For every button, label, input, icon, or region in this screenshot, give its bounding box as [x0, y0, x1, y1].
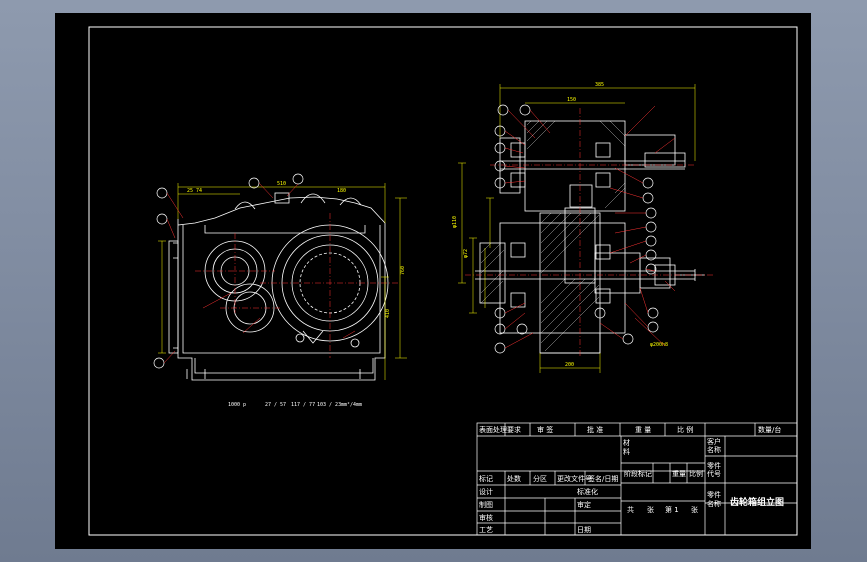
tb-stage-weight: 重量 [672, 470, 686, 478]
tb-stage-scale: 比例 [689, 469, 703, 478]
side-dimensions [458, 84, 696, 373]
side-leaders [504, 105, 676, 349]
front-centerlines [195, 213, 400, 358]
tb-surface: 表面处理要求 [479, 425, 521, 434]
tb-partname-2: 名称 [707, 499, 721, 508]
tb-review: 审 签 [537, 425, 553, 434]
tb-mark: 标记 [479, 474, 493, 483]
tb-scale: 比 例 [677, 425, 693, 434]
tb-process: 审核 [479, 513, 493, 522]
tb-sheet-unit-2: 张 [691, 505, 698, 514]
tb-drawing-title: 齿轮箱组立图 [730, 496, 784, 508]
dim-front-top: 180 [337, 188, 346, 194]
tb-standard: 标准化 [577, 487, 598, 496]
tb-craft: 工艺 [479, 526, 493, 534]
side-hatching [480, 120, 626, 352]
tb-change-doc: 更改文件号 [557, 474, 592, 483]
gear-ratio-formula: 1000 p 27 / 57 117 / 77 103 / 23 mm²/4mm [228, 402, 362, 408]
dim-side-top-width: 385 [595, 82, 604, 88]
drawing-canvas: 510 180 25 74 760 410 1000 p 27 / 57 1 [88, 26, 798, 536]
drawing-frame [88, 26, 798, 536]
front-leaders [163, 182, 356, 364]
formula-f3: 103 / 23 [317, 402, 341, 408]
tb-stage: 阶段标记 [624, 469, 652, 478]
dim-side-bolt: φ200h8 [650, 342, 668, 348]
dim-side-mid: 150 [567, 97, 576, 103]
drawing-sheet: 510 180 25 74 760 410 1000 p 27 / 57 1 [55, 13, 811, 549]
dim-side-left-b: φ110 [452, 216, 458, 228]
tb-weight: 重 量 [635, 426, 651, 434]
dim-front-width: 510 [277, 181, 286, 187]
tb-partcode-1: 零件 [707, 461, 721, 470]
front-view [168, 192, 389, 381]
formula-tail: mm²/4mm [341, 402, 362, 408]
tb-check: 审定 [577, 500, 591, 509]
formula-lead: 1000 p [228, 402, 246, 408]
tb-sheet-no: 第 1 [665, 505, 679, 514]
formula-f2: 117 / 77 [291, 402, 315, 408]
dim-front-offset: 25 74 [187, 188, 202, 194]
tb-drafting: 制图 [479, 500, 493, 509]
tb-count: 处数 [507, 474, 521, 483]
tb-qty: 数量/台 [758, 425, 781, 434]
side-view [475, 120, 705, 354]
tb-date: 日期 [577, 526, 591, 534]
side-balloons [494, 104, 659, 354]
tb-customer-1: 客户 [707, 437, 721, 446]
tb-design: 设计 [479, 487, 493, 496]
tb-partcode-2: 代号 [707, 469, 721, 478]
tb-material-1: 材 [623, 438, 630, 447]
tb-zone: 分区 [533, 474, 547, 483]
tb-partname-1: 零件 [707, 490, 721, 499]
title-block-text: 表面处理要求 审 签 批 准 重 量 比 例 数量/台 材 料 客户 名称 阶段… [479, 425, 784, 534]
tb-sheet-unit-1: 张 [647, 505, 654, 514]
tb-material-2: 料 [623, 447, 630, 456]
tb-approve: 批 准 [587, 425, 603, 434]
tb-sheet-total: 共 [627, 505, 634, 514]
dim-side-left-a: φ72 [463, 249, 469, 258]
dim-side-bottom: 200 [565, 362, 574, 368]
title-block [476, 422, 798, 536]
tb-customer-2: 名称 [707, 445, 721, 454]
dim-front-height: 760 [400, 266, 406, 275]
formula-f1: 27 / 57 [265, 402, 286, 408]
tb-sign-date: 签名/日期 [588, 474, 618, 483]
side-centerlines [465, 108, 715, 358]
dim-front-right-height: 410 [385, 309, 391, 318]
front-dimensions [158, 183, 407, 380]
